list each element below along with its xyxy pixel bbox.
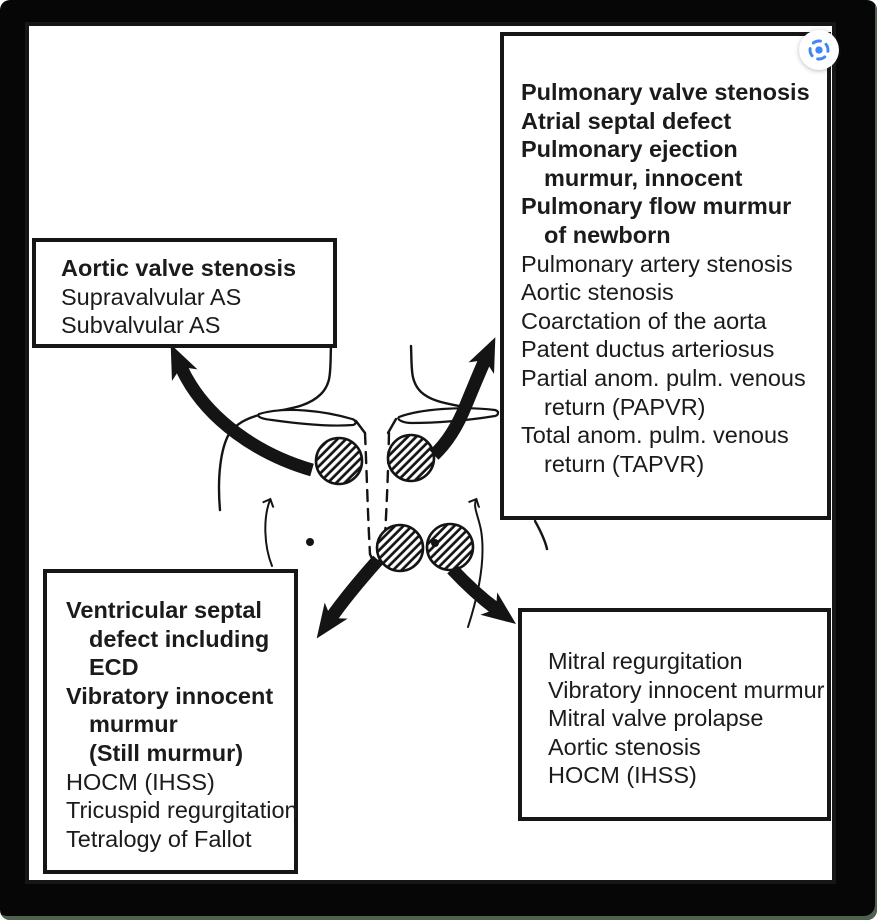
diagnosis-line: Subvalvular AS bbox=[61, 312, 221, 339]
diagnosis-line: Tetralogy of Fallot bbox=[66, 825, 252, 852]
sternum-dashed-left bbox=[363, 431, 372, 556]
diagnosis-line: Vibratory innocent bbox=[66, 682, 274, 709]
arrow-to-vsd-box bbox=[316, 555, 383, 639]
rib-arrow-right bbox=[467, 500, 484, 628]
pulmonary-area-box: Pulmonary valve stenosis Atrial septal d… bbox=[500, 32, 831, 520]
manubrium-left-line bbox=[354, 419, 367, 435]
diagnosis-line: Partial anom. pulm. venous bbox=[521, 364, 806, 391]
arrow-to-mitral-box bbox=[447, 564, 516, 625]
diagnosis-line: Patent ductus arteriosus bbox=[521, 336, 775, 363]
auscultation-circle-apex bbox=[425, 522, 475, 572]
diagnosis-line: Total anom. pulm. venous bbox=[521, 422, 789, 449]
diagnosis-line: Mitral regurgitation bbox=[548, 648, 743, 674]
arrow-to-pulmonary-box bbox=[429, 337, 496, 460]
diagnosis-line: murmur, innocent bbox=[544, 164, 743, 191]
auscultation-circle-upper-left-sternal bbox=[386, 433, 436, 483]
diagnosis-line: Aortic stenosis bbox=[548, 733, 701, 760]
rib-arrow-left bbox=[265, 500, 272, 567]
diagnosis-line: Ventricular septal bbox=[66, 597, 262, 623]
diagnosis-line: of newborn bbox=[544, 221, 671, 248]
sternum-dashed-right bbox=[382, 431, 391, 555]
auscultation-circle-upper-right-sternal bbox=[314, 436, 364, 486]
manubrium-right-line bbox=[386, 417, 398, 435]
diagnosis-line: Pulmonary flow murmur bbox=[521, 193, 792, 220]
diagnosis-line: HOCM (IHSS) bbox=[66, 768, 215, 795]
diagnosis-line: Supravalvular AS bbox=[61, 283, 242, 310]
chest-side-right-line bbox=[533, 519, 549, 551]
diagnosis-line: return (TAPVR) bbox=[544, 450, 705, 477]
diagnosis-line: Mitral valve prolapse bbox=[548, 705, 764, 732]
nipple-dot-right bbox=[431, 539, 439, 547]
diagnosis-line: Pulmonary ejection bbox=[521, 136, 738, 163]
diagnosis-line: Atrial septal defect bbox=[521, 107, 732, 134]
google-lens-icon bbox=[808, 39, 830, 61]
diagnosis-line: murmur bbox=[89, 711, 178, 738]
auscultation-circle-lower-left-sternal bbox=[375, 523, 425, 573]
diagnosis-line: return (PAPVR) bbox=[544, 393, 706, 420]
diagnosis-line: Tricuspid regurgitation bbox=[66, 797, 298, 824]
diagnosis-line: defect including bbox=[89, 625, 270, 652]
clavicle-right-bone bbox=[397, 407, 500, 425]
diagnosis-line: Pulmonary valve stenosis bbox=[521, 79, 810, 105]
mitral-area-box: Mitral regurgitation Vibratory innocent … bbox=[518, 608, 831, 821]
diagnosis-line: Vibratory innocent murmur bbox=[548, 676, 825, 703]
neck-shoulder-right-line bbox=[409, 344, 500, 414]
diagnosis-line: Aortic valve stenosis bbox=[61, 255, 297, 281]
diagnosis-line: (Still murmur) bbox=[89, 739, 244, 766]
diagnosis-line: Coarctation of the aorta bbox=[521, 307, 767, 334]
diagnosis-line: ECD bbox=[89, 654, 139, 681]
diagnosis-line: Pulmonary artery stenosis bbox=[521, 250, 793, 277]
aortic-area-box: Aortic valve stenosis Supravalvular AS S… bbox=[32, 238, 337, 348]
clavicle-left-bone bbox=[257, 408, 357, 427]
lower-left-sternal-box: Ventricular septal defect including ECD … bbox=[43, 569, 298, 874]
chest-diagram bbox=[170, 337, 549, 639]
diagnosis-line: Aortic stenosis bbox=[521, 279, 674, 306]
diagnosis-line: HOCM (IHSS) bbox=[548, 762, 697, 789]
arrow-to-aortic-box bbox=[170, 344, 314, 477]
nipple-dot-left bbox=[306, 538, 314, 546]
lens-search-button[interactable] bbox=[799, 30, 839, 70]
